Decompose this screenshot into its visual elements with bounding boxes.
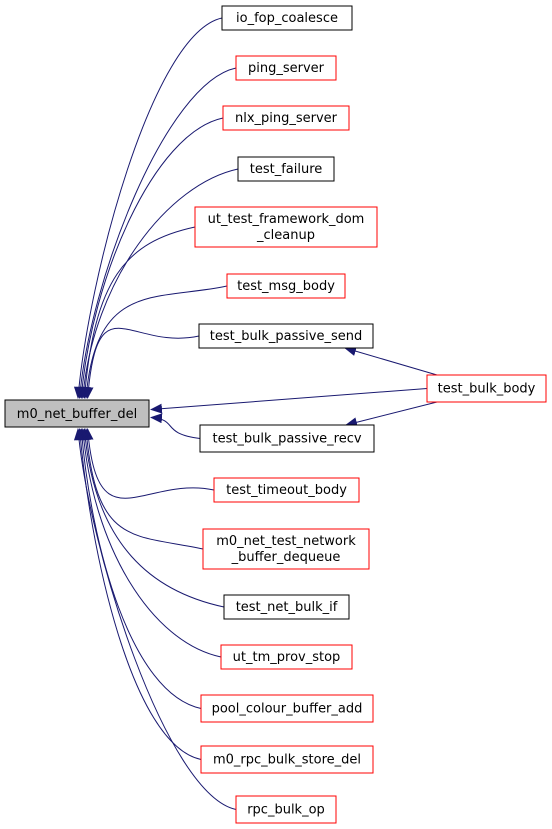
node-m0_net_test_network_buffer_dequeue[interactable]: m0_net_test_network_buffer_dequeue [202,528,370,570]
edge-ut_test_framework_dom_cleanup-to-m0_net_buffer_del [80,226,196,399]
edge-ut_tm_prov_stop-to-m0_net_buffer_del [78,428,222,658]
node-test_net_bulk_if[interactable]: test_net_bulk_if [223,594,350,620]
edge-ping_server-to-m0_net_buffer_del [75,67,237,399]
node-label: io_fop_coalesce [236,11,338,26]
node-test_msg_body[interactable]: test_msg_body [226,273,346,299]
node-label: test_bulk_passive_send [210,329,362,344]
node-label: rpc_bulk_op [247,803,325,818]
node-label: ut_test_framework_dom [208,212,365,227]
edge-test_bulk_body-to-test_bulk_passive_recv [345,401,438,428]
edge-test_bulk_passive_recv-to-m0_net_buffer_del [150,413,201,439]
node-nlx_ping_server[interactable]: nlx_ping_server [222,105,350,131]
edge-test_failure-to-m0_net_buffer_del [78,168,239,399]
node-box [237,156,335,182]
node-label: test_timeout_body [226,483,347,498]
node-box [426,374,547,403]
node-ut_test_framework_dom_cleanup[interactable]: ut_test_framework_dom_cleanup [194,206,378,248]
edge-pool_colour_buffer_add-to-m0_net_buffer_del [77,428,202,709]
node-box [223,594,350,620]
node-test_bulk_passive_recv[interactable]: test_bulk_passive_recv [199,424,375,453]
node-label: test_bulk_passive_recv [212,432,361,447]
edge-layer [73,17,438,810]
node-box [200,694,374,723]
node-test_bulk_passive_send[interactable]: test_bulk_passive_send [198,323,374,349]
node-label: nlx_ping_server [235,111,338,126]
node-rpc_bulk_op[interactable]: rpc_bulk_op [235,795,337,824]
edge-test_bulk_passive_send-to-m0_net_buffer_del [83,327,200,399]
root-label: m0_net_buffer_del [17,407,137,422]
node-io_fop_coalesce[interactable]: io_fop_coalesce [221,5,353,31]
node-m0_rpc_bulk_store_del[interactable]: m0_rpc_bulk_store_del [200,745,374,774]
node-box [199,424,375,453]
node-box [221,5,353,31]
node-label: test_msg_body [237,279,335,294]
node-box [220,644,353,670]
node-label: test_failure [250,162,323,177]
edge-rpc_bulk_op-to-m0_net_buffer_del [73,428,237,810]
edge-test_timeout_body-to-m0_net_buffer_del [83,428,215,499]
node-ping_server[interactable]: ping_server [235,55,337,81]
node-label: _cleanup [256,228,315,243]
node-label: pool_colour_buffer_add [212,702,363,717]
node-pool_colour_buffer_add[interactable]: pool_colour_buffer_add [200,694,374,723]
node-box [222,105,350,131]
node-label: _buffer_dequeue [231,550,341,565]
edge-io_fop_coalesce-to-m0_net_buffer_del [73,17,223,399]
edge-test_net_bulk_if-to-m0_net_buffer_del [80,428,225,608]
node-box [194,206,378,248]
edge-test_bulk_body-to-m0_net_buffer_del [150,388,428,414]
node-label: ping_server [248,61,325,76]
node-layer: m0_net_buffer_del io_fop_coalesce ping_ser… [4,5,547,824]
node-box [4,399,150,428]
edge-test_bulk_body-to-test_bulk_passive_send [344,346,438,376]
edge-nlx_ping_server-to-m0_net_buffer_del [77,117,224,399]
edge-test_msg_body-to-m0_net_buffer_del [81,285,228,399]
node-label: m0_net_test_network [216,534,356,549]
node-box [235,55,337,81]
node-test_timeout_body[interactable]: test_timeout_body [213,477,360,503]
node-label: m0_rpc_bulk_store_del [213,753,361,768]
node-label: ut_tm_prov_stop [233,650,341,665]
node-box [235,795,337,824]
node-label: test_net_bulk_if [236,600,338,615]
node-box [226,273,346,299]
node-label: test_bulk_body [438,382,536,397]
node-m0_net_buffer_del[interactable]: m0_net_buffer_del [4,399,150,428]
node-box [200,745,374,774]
edge-m0_net_test_network_buffer_dequeue-to-m0_net_buffer_del [81,428,204,550]
node-box [202,528,370,570]
node-ut_tm_prov_stop[interactable]: ut_tm_prov_stop [220,644,353,670]
node-test_failure[interactable]: test_failure [237,156,335,182]
node-box [213,477,360,503]
node-box [198,323,374,349]
node-test_bulk_body[interactable]: test_bulk_body [426,374,547,403]
